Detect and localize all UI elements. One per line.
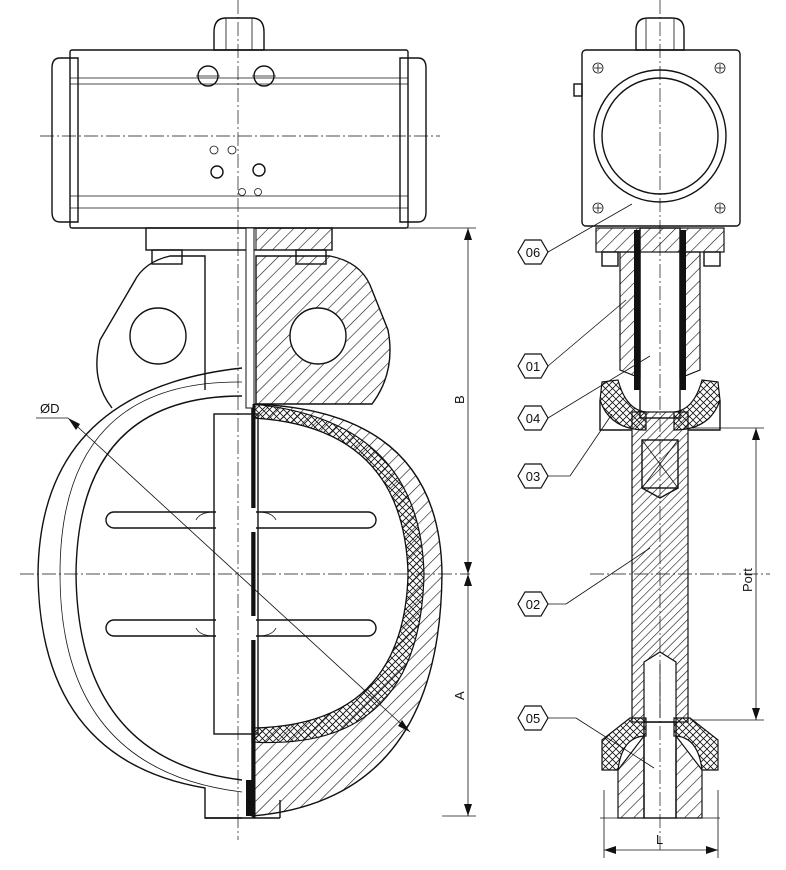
callout-01-label: 01 [526,359,540,374]
diameter-dimension: ØD [36,401,411,733]
diameter-label: ØD [40,401,60,416]
front-actuator [51,17,427,229]
callout-02-label: 02 [526,597,540,612]
height-dimensions: B A [340,227,476,817]
callout-03-label: 03 [526,469,540,484]
port-label: Port [740,568,755,592]
length-label: L [656,832,663,847]
callout-04-label: 04 [526,411,540,426]
length-dimension: L [603,790,719,858]
front-view: ØD B A [20,0,476,840]
callout-05-label: 05 [526,711,540,726]
side-neck [595,227,725,419]
side-actuator [573,17,741,227]
front-body-ring [37,227,443,819]
front-body-ears [96,255,391,409]
callout-05: 05 [517,705,655,769]
callout-06-label: 06 [526,245,540,260]
callout-01: 01 [517,299,627,379]
dimension-a-label: A [452,691,467,700]
dimension-b-label: B [452,395,467,404]
port-dimension: Port [690,427,764,721]
callouts: 06 01 04 03 02 05 [517,203,655,769]
side-view: Port L [573,0,770,858]
callout-06: 06 [517,203,633,265]
callout-04: 04 [517,355,651,431]
side-seat-lower [600,717,720,819]
callout-03: 03 [517,413,613,489]
callout-02: 02 [517,547,651,617]
